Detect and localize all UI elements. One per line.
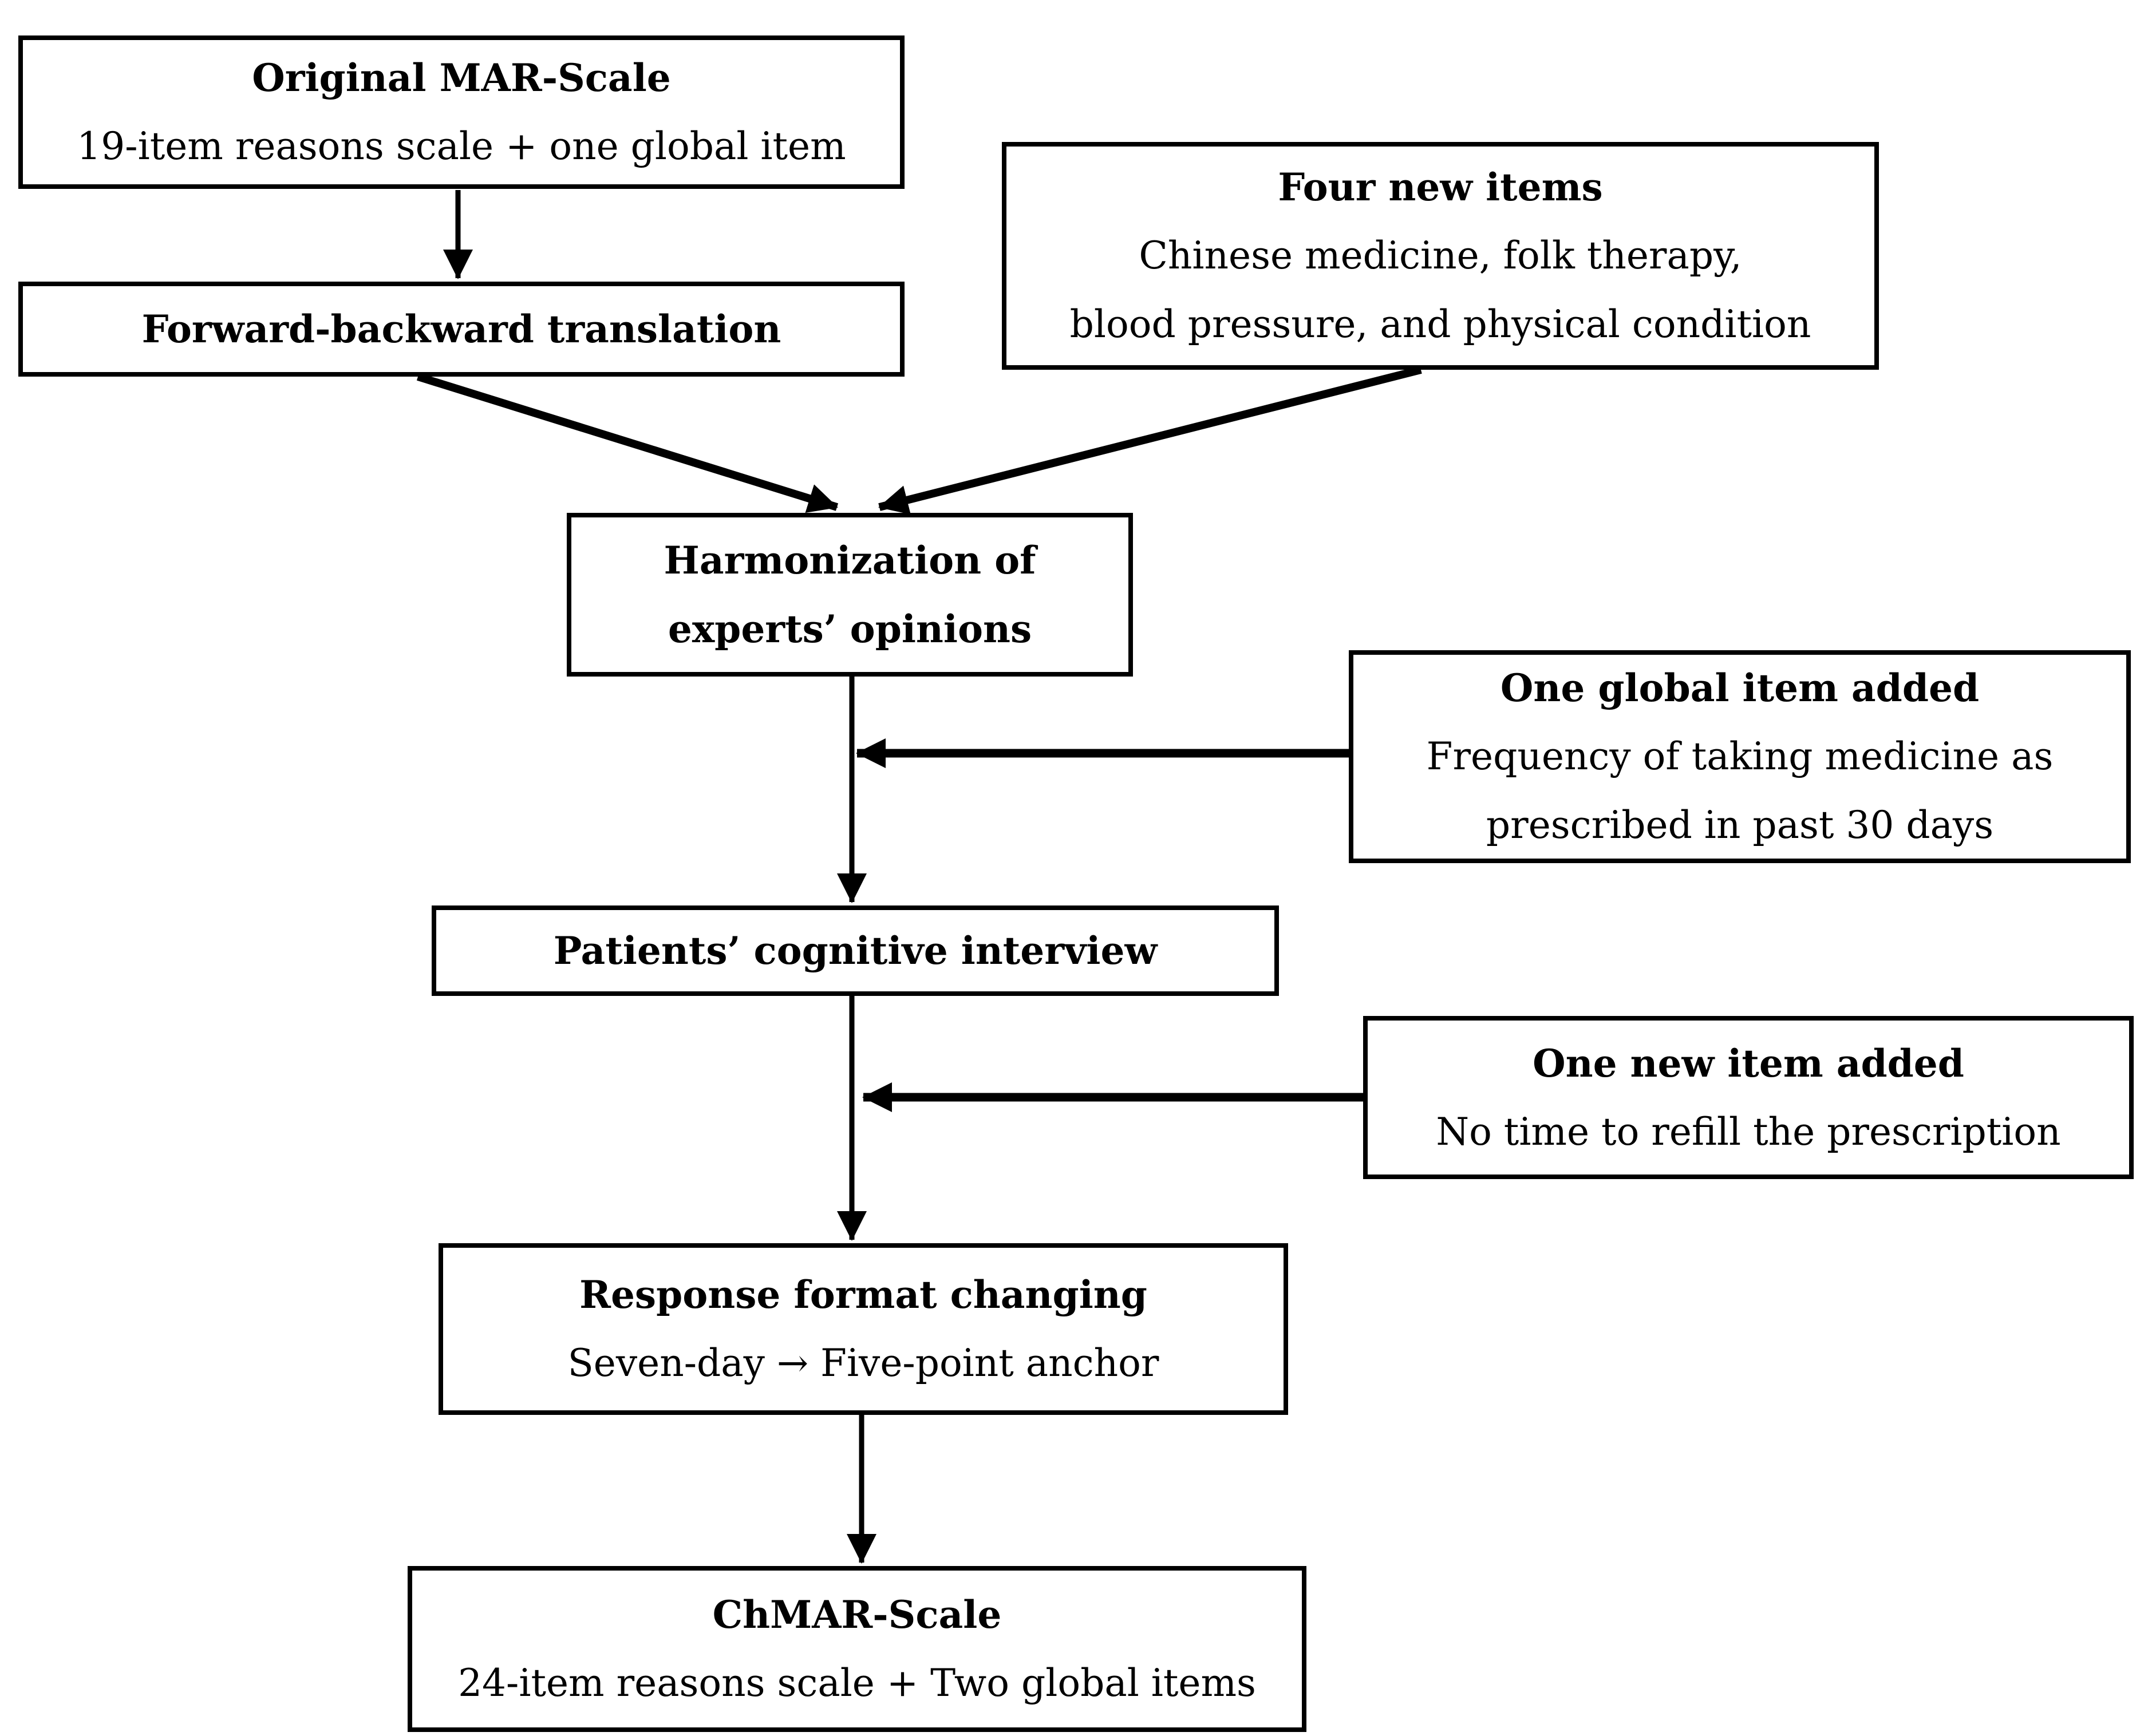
box-forward-backward-translation: Forward-backward translation (18, 282, 905, 377)
box-four-new-items-line1: Chinese medicine, folk therapy, (1139, 234, 1742, 278)
box-one-global-item-added-line2: prescribed in past 30 days (1486, 803, 1994, 847)
box-four-new-items-line2: blood pressure, and physical condition (1069, 302, 1811, 346)
box-chmar-scale: ChMAR-Scale 24-item reasons scale + Two … (408, 1566, 1306, 1732)
box-response-format-changing-line1: Seven-day → Five-point anchor (567, 1341, 1159, 1385)
box-forward-backward-translation-title: Forward-backward translation (141, 307, 781, 351)
box-harmonization-title-line1: Harmonization of (664, 538, 1036, 583)
box-response-format-changing-title: Response format changing (579, 1272, 1147, 1317)
box-original-mar-scale-title: Original MAR-Scale (252, 56, 671, 100)
arrow-four-new-items-to-harmonization (878, 366, 1422, 515)
box-four-new-items-title: Four new items (1278, 165, 1603, 209)
box-patients-cognitive-interview: Patients’ cognitive interview (432, 905, 1279, 996)
box-response-format-changing: Response format changing Seven-day → Fiv… (439, 1243, 1288, 1415)
arrow-translation-to-harmonization (416, 373, 839, 513)
box-chmar-scale-title: ChMAR-Scale (712, 1592, 1002, 1637)
box-one-global-item-added: One global item added Frequency of takin… (1349, 650, 2131, 863)
box-harmonization-of-experts-opinions: Harmonization of experts’ opinions (567, 513, 1133, 677)
box-patients-cognitive-interview-title: Patients’ cognitive interview (553, 928, 1158, 973)
box-one-new-item-added: One new item added No time to refill the… (1363, 1016, 2134, 1179)
box-one-new-item-added-title: One new item added (1533, 1041, 1964, 1086)
box-one-global-item-added-title: One global item added (1500, 666, 1980, 710)
box-one-new-item-added-line1: No time to refill the prescription (1436, 1109, 2061, 1154)
box-one-global-item-added-line1: Frequency of taking medicine as (1426, 734, 2054, 778)
box-four-new-items: Four new items Chinese medicine, folk th… (1002, 142, 1879, 370)
box-original-mar-scale-line: 19-item reasons scale + one global item (77, 124, 846, 168)
box-harmonization-title-line2: experts’ opinions (668, 607, 1032, 651)
box-original-mar-scale: Original MAR-Scale 19-item reasons scale… (18, 35, 905, 189)
box-chmar-scale-line1: 24-item reasons scale + Two global items (458, 1661, 1256, 1705)
